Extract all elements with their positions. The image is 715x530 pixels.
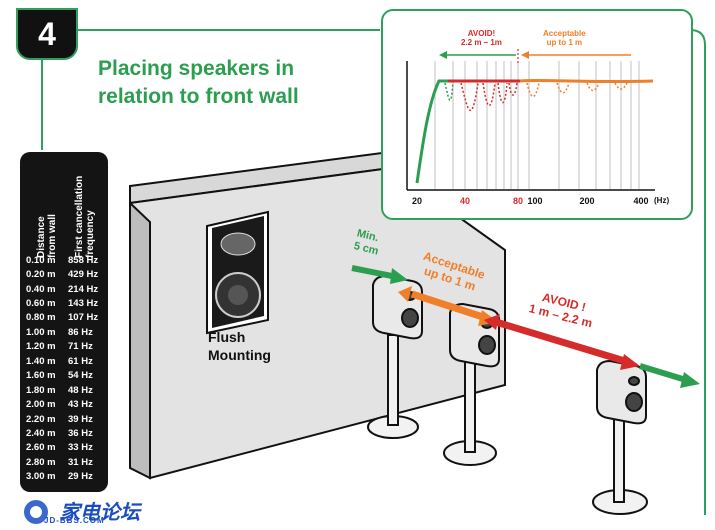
frequency-header-line-1: First cancellation xyxy=(74,175,85,258)
flush-label-line-1: Flush xyxy=(208,329,246,345)
title-line-1: Placing speakers in xyxy=(98,57,295,80)
table-row: 0.60 m 143 Hz xyxy=(26,296,108,310)
distance-header-line-2: from wall xyxy=(47,214,58,258)
graph-avoid-label: AVOID! 2.2 m – 1m xyxy=(461,29,502,47)
watermark-logo-icon xyxy=(24,500,48,524)
tick-200: 200 xyxy=(579,196,595,206)
graph-avoid-line-1: AVOID! xyxy=(467,29,496,38)
x-axis-unit: (Hz) xyxy=(654,196,670,205)
distance-cell: 2.40 m xyxy=(26,427,56,439)
frequency-cell: 36 Hz xyxy=(68,427,93,439)
frequency-cell: 86 Hz xyxy=(68,326,93,338)
distance-cell: 3.00 m xyxy=(26,471,56,483)
frequency-cell: 858 Hz xyxy=(68,254,99,266)
distance-frequency-table: Distance from wall First cancellation fr… xyxy=(20,152,108,492)
table-row: 2.20 m 39 Hz xyxy=(26,412,108,426)
tick-80: 80 xyxy=(512,196,524,206)
table-row: 1.00 m 86 Hz xyxy=(26,325,108,339)
distance-cell: 1.00 m xyxy=(26,326,56,338)
title-line-2: relation to front wall xyxy=(98,85,299,108)
frequency-cell: 29 Hz xyxy=(68,471,93,483)
tick-400: 400 xyxy=(633,196,649,206)
frequency-cell: 61 Hz xyxy=(68,355,93,367)
distance-header-line-1: Distance xyxy=(36,216,47,258)
distance-cell: 1.80 m xyxy=(26,384,56,396)
distance-cell: 1.60 m xyxy=(26,370,56,382)
table-row: 2.40 m 36 Hz xyxy=(26,426,108,440)
distance-cell: 0.60 m xyxy=(26,298,56,310)
distance-cell: 0.40 m xyxy=(26,283,56,295)
page-title: Placing speakers in relation to front wa… xyxy=(98,55,338,111)
table-row: 0.80 m 107 Hz xyxy=(26,311,108,325)
frequency-cell: 214 Hz xyxy=(68,283,99,295)
distance-cell: 0.10 m xyxy=(26,254,56,266)
frequency-cell: 107 Hz xyxy=(68,312,99,324)
frequency-response-graph: AVOID! 2.2 m – 1m Acceptable up to 1 m 2… xyxy=(381,9,693,220)
distance-cell: 0.80 m xyxy=(26,312,56,324)
table-row: 1.80 m 48 Hz xyxy=(26,383,108,397)
flush-label-line-2: Mounting xyxy=(208,347,271,363)
watermark-text: 家电论坛 xyxy=(60,502,140,524)
frequency-header-line-2: frequency xyxy=(85,210,96,258)
frequency-response-plot xyxy=(406,49,655,191)
frequency-cell: 71 Hz xyxy=(68,341,93,353)
table-row: 1.40 m 61 Hz xyxy=(26,354,108,368)
table-row: 0.40 m 214 Hz xyxy=(26,282,108,296)
table-row: 1.20 m 71 Hz xyxy=(26,340,108,354)
step-number: 4 xyxy=(38,15,56,52)
frequency-cell: 39 Hz xyxy=(68,413,93,425)
frequency-cell: 33 Hz xyxy=(68,442,93,454)
step-number-badge: 4 xyxy=(16,8,78,60)
graph-acceptable-label: Acceptable up to 1 m xyxy=(543,29,586,47)
distance-cell: 1.20 m xyxy=(26,341,56,353)
frequency-cell: 31 Hz xyxy=(68,456,93,468)
graph-acceptable-line-2: up to 1 m xyxy=(546,38,583,47)
table-row: 2.00 m 43 Hz xyxy=(26,397,108,411)
table-row: 2.60 m 33 Hz xyxy=(26,441,108,455)
frequency-cell: 143 Hz xyxy=(68,298,99,310)
table-row: 3.00 m 29 Hz xyxy=(26,470,108,484)
graph-acceptable-line-1: Acceptable xyxy=(543,29,586,38)
table-row: 1.60 m 54 Hz xyxy=(26,369,108,383)
table-rows: 0.10 m 858 Hz 0.20 m 429 Hz 0.40 m 214 Hz 0… xyxy=(26,253,108,484)
distance-column-header: Distance from wall xyxy=(32,158,58,258)
distance-cell: 2.60 m xyxy=(26,442,56,454)
frequency-cell: 43 Hz xyxy=(68,399,93,411)
frequency-cell: 48 Hz xyxy=(68,384,93,396)
flush-mounting-label: Flush Mounting xyxy=(208,328,271,364)
table-row: 0.10 m 858 Hz xyxy=(26,253,108,267)
table-row: 0.20 m 429 Hz xyxy=(26,267,108,281)
distance-cell: 0.20 m xyxy=(26,269,56,281)
distance-cell: 2.00 m xyxy=(26,399,56,411)
tick-20: 20 xyxy=(411,196,423,206)
frequency-cell: 54 Hz xyxy=(68,370,93,382)
table-row: 2.80 m 31 Hz xyxy=(26,455,108,469)
watermark-subtext: JD-BBS.COM xyxy=(44,516,105,525)
tick-40: 40 xyxy=(459,196,471,206)
tick-100: 100 xyxy=(527,196,543,206)
distance-cell: 2.20 m xyxy=(26,413,56,425)
distance-cell: 2.80 m xyxy=(26,456,56,468)
frequency-column-header: First cancellation frequency xyxy=(70,158,96,258)
frequency-cell: 429 Hz xyxy=(68,269,99,281)
graph-avoid-line-2: 2.2 m – 1m xyxy=(461,38,502,47)
distance-cell: 1.40 m xyxy=(26,355,56,367)
